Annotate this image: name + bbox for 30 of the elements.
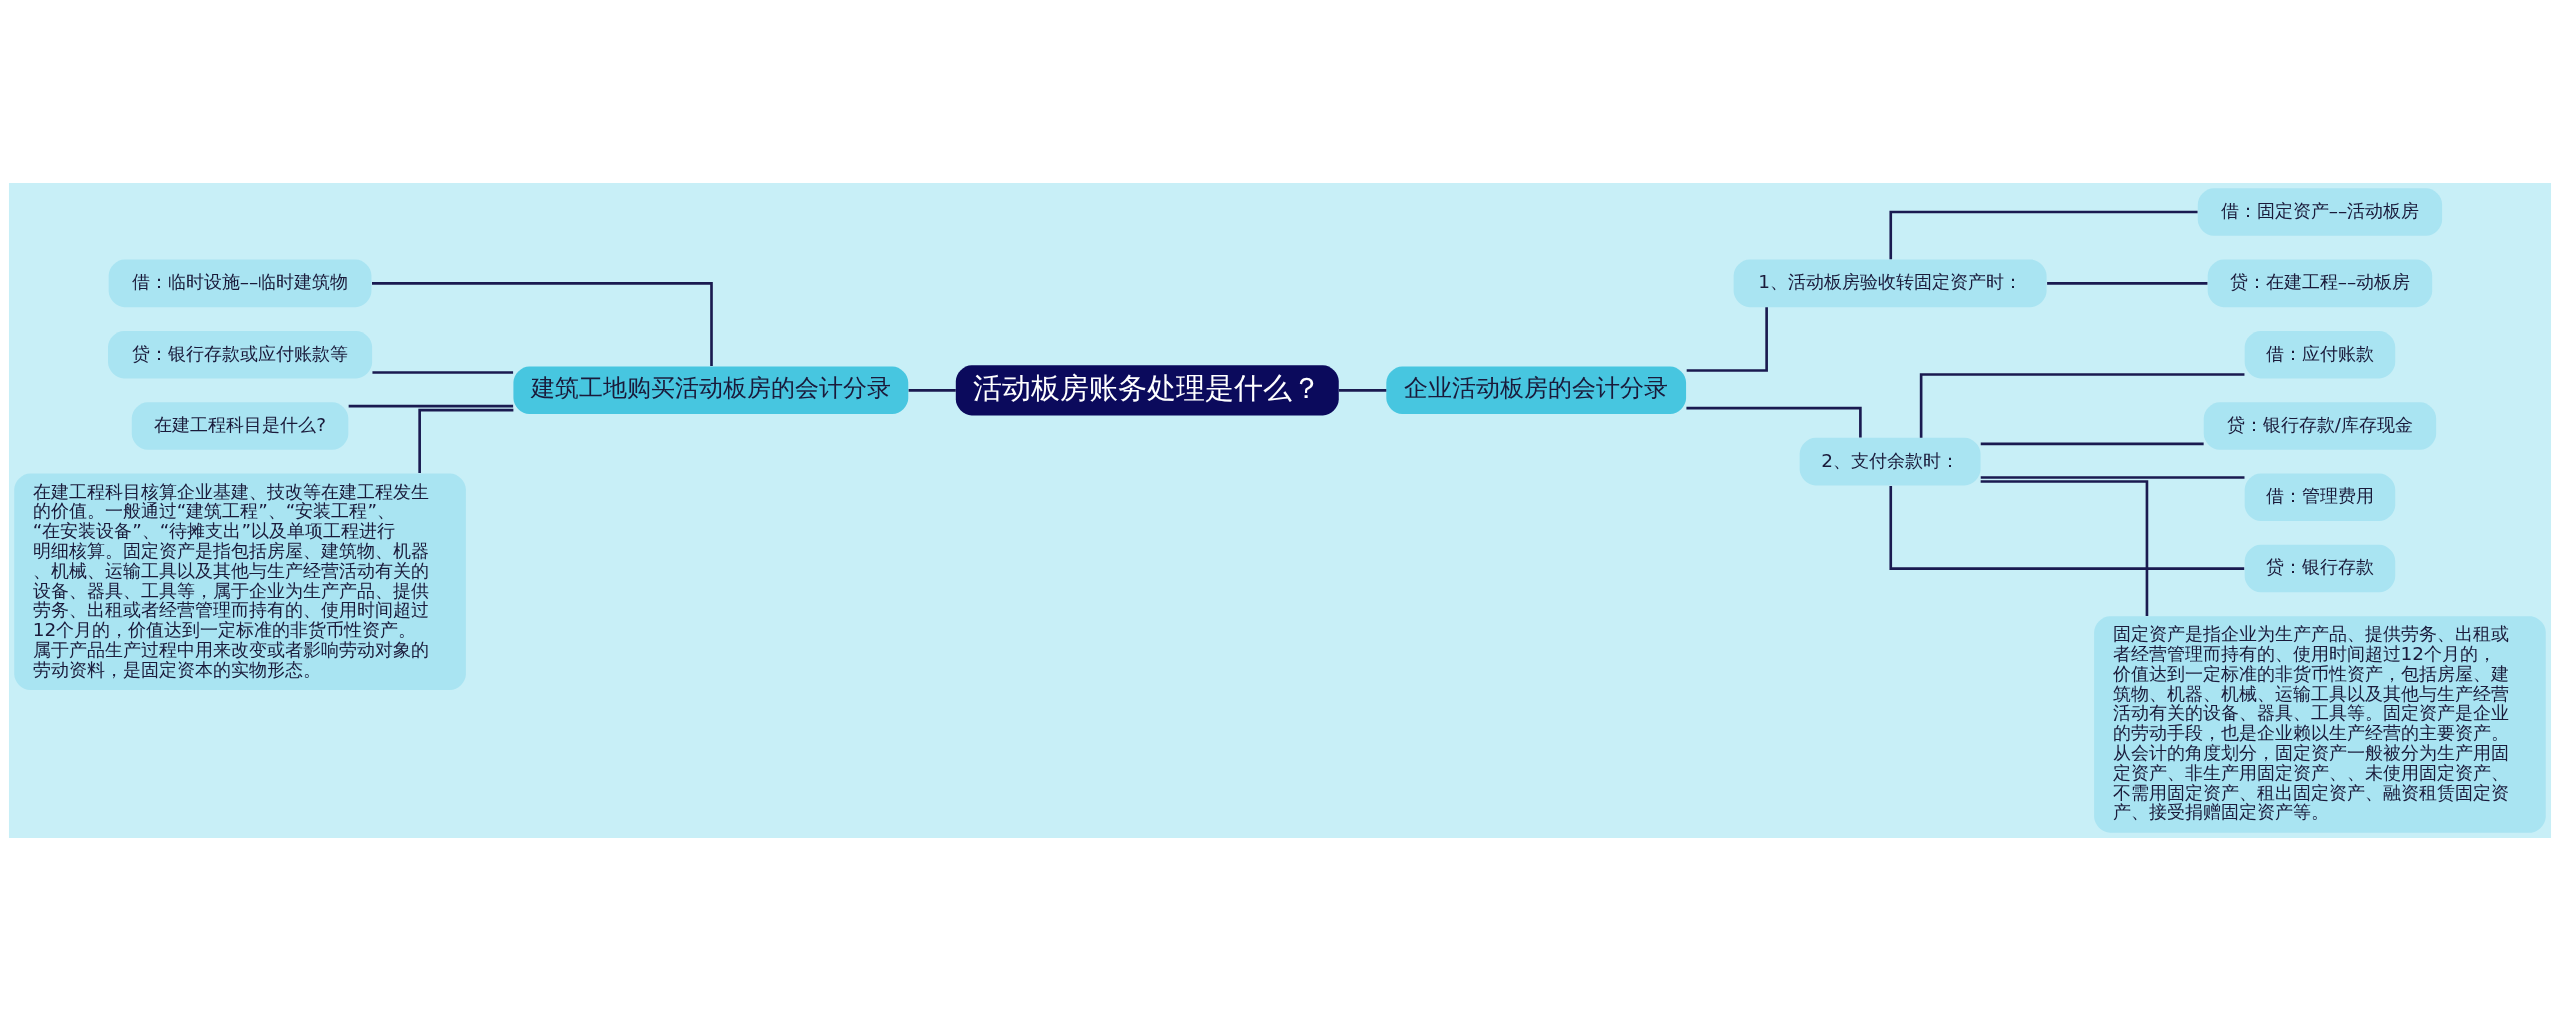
node-box: 在建工程科目是什么? [131, 401, 349, 450]
connector [418, 408, 514, 473]
connector [1338, 388, 1387, 392]
node-box: 在建工程科目核算企业基建、技改等在建工程发生的价值。一般通过“建筑工程”、“安装工程”、“在安装设备”、“待摊支出”以及单项工程进行明细核算。固定资产是指包括房屋、建筑物、机器、机械、运输工具以及其他与生产经营活动有关的设备、器具、工具等，属于企业为生产产品、提供劳务、出租或者经营管理而持有的、使用时间超过12个月的，价值达到一定标准的非货币性资产。属于产品生产过程中用来改变或者影响劳动对象的劳动资料，是固定资本的实物形态。 [14, 473, 466, 690]
node-box: 贷：银行存款/库存现金 [2203, 401, 2437, 450]
node-box: 借：临时设施––临时建筑物 [108, 259, 372, 307]
node-box: 借：应付账款 [2244, 330, 2396, 378]
node-box: 贷：银行存款 [2244, 544, 2396, 592]
connector [1919, 372, 2245, 438]
node-box: 企业活动板房的会计分录 [1386, 366, 1687, 414]
connector [1889, 485, 2245, 570]
node-box: 借：管理费用 [2244, 473, 2396, 521]
connector [1980, 442, 2204, 445]
connector [908, 388, 956, 392]
node-box: 固定资产是指企业为生产产品、提供劳务、出租或者经营管理而持有的、使用时间超过12个月的，价值达到一定标准的非货币性资产，包括房屋、建筑物、机器、机械、运输工具以及其他与生产经营活动有关的设备、器具、工具等。固定资产是企业的劳动手段，也是企业赖以生产经营的主要资产。从会计的角度划分，固定资产一般被分为生产用固定资产、非生产用固定资产、、未使用固定资产、不需用固定资产、租出固定资产、融资租赁固定资产、接受捐赠固定资产等。 [2094, 615, 2546, 833]
node-box: 建筑工地购买活动板房的会计分录 [513, 366, 909, 414]
node-box: 借：固定资产––活动板房 [2197, 187, 2443, 236]
connector [2047, 281, 2208, 285]
connector [372, 370, 514, 374]
connector [1980, 475, 2245, 479]
node-box: 贷：在建工程––动板房 [2207, 259, 2433, 307]
node-box: 1、活动板房验收转固定资产时： [1733, 259, 2047, 307]
connector [372, 281, 713, 366]
connector [1980, 479, 2149, 616]
node-box: 活动板房账务处理是什么？ [955, 364, 1339, 415]
connector [1889, 210, 2198, 259]
connector [1686, 306, 1768, 372]
connector [348, 404, 514, 407]
node-box: 2、支付余款时： [1799, 437, 1981, 485]
node-box: 贷：银行存款或应付账款等 [108, 330, 373, 378]
